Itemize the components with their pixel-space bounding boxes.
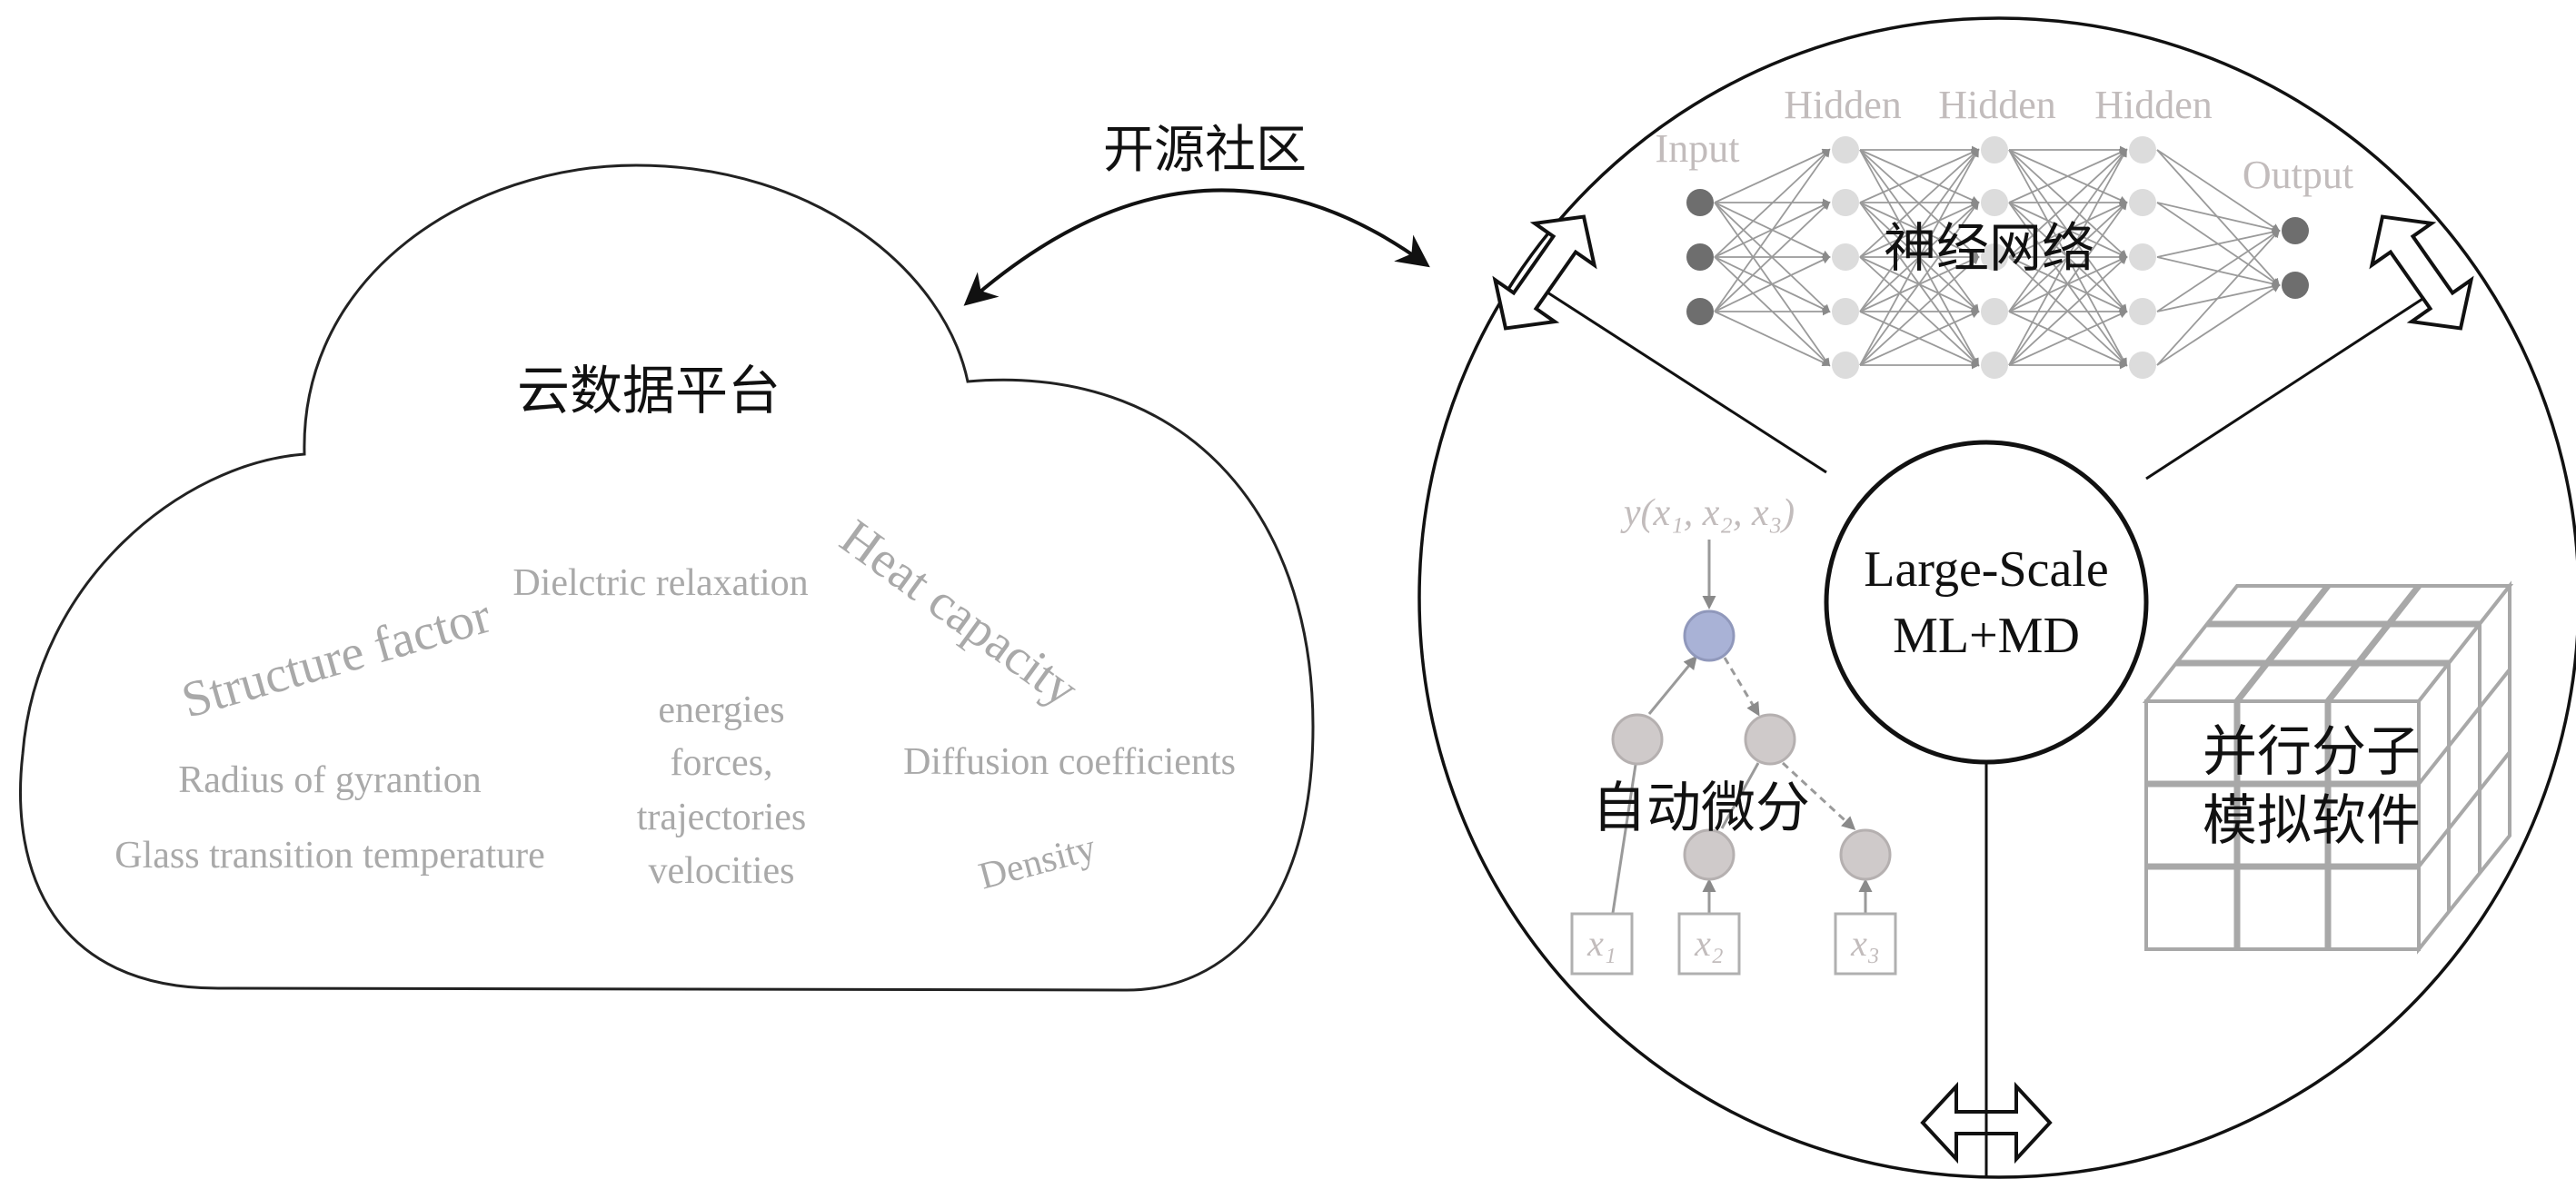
nn-hidden-node	[1832, 298, 1859, 325]
ad-node	[1744, 713, 1796, 766]
nn-hidden-node	[2129, 136, 2156, 163]
nn-edge	[2008, 148, 2127, 366]
md-software-line-2: 模拟软件	[2203, 789, 2421, 853]
nn-edge	[2008, 201, 2128, 366]
md-software-line-1: 并行分子	[2203, 720, 2421, 784]
term-diffusion-coefficients: Diffusion coefficients	[903, 741, 1236, 783]
ad-input-box-3	[1834, 912, 1897, 976]
nn-edge	[1859, 310, 1980, 366]
nn-hidden-node	[1981, 136, 2008, 163]
ad-edge	[1720, 762, 1760, 829]
term-glass-transition-temperature: Glass transition temperature	[114, 835, 545, 877]
neural-network-title: 神经网络	[1884, 217, 2094, 279]
cloud-outline	[19, 163, 1315, 992]
hub-circle	[1824, 440, 2149, 765]
ad-edge	[1723, 657, 1760, 717]
nn-edge	[1859, 148, 1980, 258]
nn-hidden-node	[2129, 352, 2156, 379]
nn-output-node	[2282, 217, 2309, 244]
double-arrow-icon-right	[2369, 214, 2474, 331]
nn-input-node	[1686, 298, 1714, 325]
ad-node	[1683, 828, 1736, 881]
nn-edge	[1714, 256, 1831, 312]
ad-edge	[1781, 761, 1856, 831]
nn-edge	[2008, 148, 2128, 258]
nn-hidden-node	[1981, 189, 2008, 216]
nn-input-node	[1686, 189, 1714, 216]
nn-edge	[2156, 149, 2281, 287]
ad-node	[1611, 713, 1664, 766]
term-velocities: velocities	[649, 850, 795, 892]
neural-network: Input Hidden Hidden Hidden Output 神经网络	[1656, 83, 2353, 379]
nn-output-label: Output	[2243, 153, 2353, 197]
nn-edge	[1714, 148, 1831, 203]
nn-hidden-node	[2129, 189, 2156, 216]
nn-input-label: Input	[1656, 126, 1740, 171]
nn-edge	[1859, 148, 1980, 203]
nn-edge	[2156, 284, 2281, 366]
nn-edge	[2156, 228, 2281, 258]
nn-hidden-label-2: Hidden	[1938, 83, 2056, 127]
nn-edge	[2008, 310, 2128, 366]
md-cube-grid	[2142, 580, 2514, 955]
ad-input-x2: x₂	[1694, 923, 1724, 964]
nn-edge	[1714, 148, 1831, 312]
nn-hidden-node	[1981, 243, 2008, 271]
nn-hidden-node	[2129, 243, 2156, 271]
nn-edges	[1714, 145, 2281, 370]
nn-hidden-node	[1832, 136, 1859, 163]
term-dielectric-relaxation: Dielctric relaxation	[512, 562, 808, 604]
term-forces: forces,	[670, 742, 772, 784]
nn-hidden-node	[2129, 298, 2156, 325]
autodiff-graph	[1611, 540, 1873, 914]
nn-edge	[2156, 149, 2281, 232]
ad-edge	[1611, 764, 1637, 914]
nn-hidden-label-3: Hidden	[2094, 83, 2213, 127]
nn-input-node	[1686, 243, 1714, 271]
ad-node	[1839, 828, 1892, 881]
nn-edge	[1714, 201, 1831, 312]
spoke-neural-right	[2145, 289, 2436, 481]
term-energies: energies	[658, 689, 784, 731]
double-arrow-icon-left	[1492, 214, 1597, 331]
autodiff-title: 自动微分	[1592, 777, 1810, 840]
ad-input-box-2	[1677, 912, 1741, 976]
nn-edge	[2156, 230, 2281, 312]
nn-edge	[2156, 229, 2281, 366]
nn-edge	[2008, 148, 2128, 203]
spoke-neural-left	[1544, 289, 1827, 474]
nn-hidden-label-1: Hidden	[1784, 83, 1902, 127]
nn-hidden-node	[1832, 352, 1859, 379]
term-trajectories: trajectories	[637, 797, 807, 838]
nn-edge	[1859, 148, 1980, 312]
nn-edge	[2156, 202, 2281, 233]
nn-edge	[1859, 201, 1980, 366]
ad-input-x3: x₃	[1850, 923, 1880, 964]
autodiff-function-label: y(x₁, x₂, x₃)	[1620, 492, 1795, 534]
cloud-data-platform: 云数据平台 Dielctric relaxation Heat capacity…	[19, 163, 1315, 992]
hub-line-1: Large-Scale	[1864, 541, 2108, 598]
nn-nodes	[1686, 136, 2309, 379]
nn-hidden-node	[1981, 298, 2008, 325]
nn-hidden-node	[1832, 189, 1859, 216]
nn-output-node	[2282, 272, 2309, 299]
cloud-title: 云数据平台	[517, 360, 781, 421]
ad-input-box-1	[1570, 912, 1634, 976]
nn-edge	[1859, 148, 1979, 366]
nn-hidden-node	[1832, 243, 1859, 271]
term-radius-of-gyration: Radius of gyrantion	[178, 759, 482, 801]
ad-input-x1: x₁	[1586, 923, 1616, 964]
ad-output-node	[1683, 609, 1736, 662]
nn-edge	[1859, 255, 1980, 366]
open-source-community-label: 开源社区	[1103, 121, 1307, 180]
ad-edge	[1647, 655, 1697, 715]
nn-edge	[1714, 148, 1831, 258]
nn-edge	[2008, 255, 2128, 366]
nn-edge	[1714, 311, 1831, 367]
hub-line-2: ML+MD	[1893, 608, 2080, 664]
bidirectional-curved-arrow	[963, 188, 1430, 306]
nn-hidden-node	[1981, 352, 2008, 379]
nn-edge	[2008, 148, 2128, 312]
